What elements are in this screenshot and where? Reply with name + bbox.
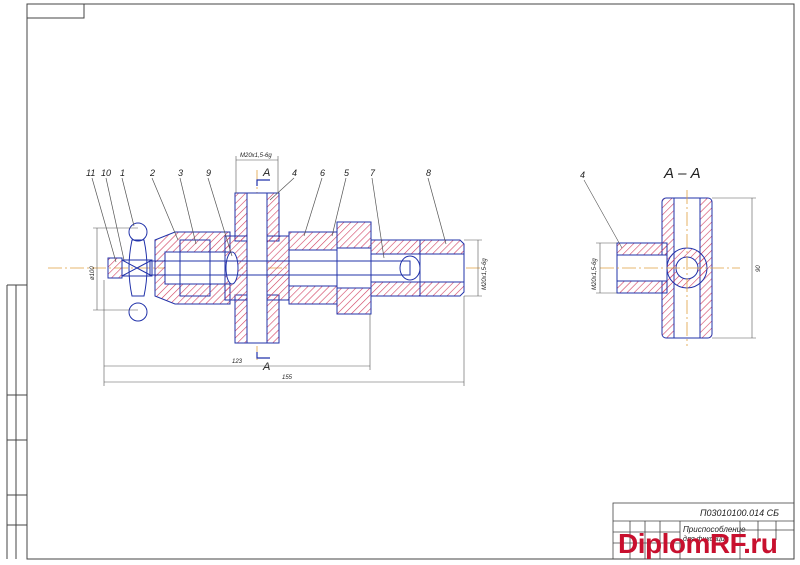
main-view (48, 170, 480, 360)
nut-bushing (154, 231, 231, 305)
dim-thread-top: М20х1,5-6g (240, 153, 272, 159)
handle (107, 222, 153, 322)
callout-8: 8 (426, 168, 431, 178)
callout-9: 9 (206, 168, 211, 178)
watermark-logo: DiplomRF.ru (618, 528, 778, 559)
dim-diameter: ø100 (90, 266, 96, 280)
callout-2: 2 (149, 168, 155, 178)
title-line-1: Приспособление (683, 525, 746, 534)
dim-length-total: 155 (282, 375, 293, 381)
title-line-2: для фиксации (683, 535, 729, 543)
doc-code: П03010100.014 СБ (700, 508, 779, 518)
dim-section-height: 90 (756, 265, 762, 272)
section-title: А – А (663, 165, 701, 182)
section-mark-top: А (262, 167, 270, 179)
section-mark-bottom: А (262, 361, 270, 373)
dimension-lines (93, 156, 482, 386)
sheet-frame (6, 3, 795, 560)
title-block (612, 502, 795, 560)
section-callout-4: 4 (580, 170, 585, 180)
spindle (149, 260, 411, 276)
dim-length-inner: 123 (232, 359, 243, 365)
callout-10: 10 (101, 168, 111, 178)
dim-thread-section: М20х1,5-6g (592, 258, 598, 290)
leader-lines (91, 177, 447, 263)
section-cut-marks (256, 179, 270, 359)
callout-1: 1 (120, 168, 125, 178)
union-nut (288, 221, 372, 315)
callout-3: 3 (178, 168, 183, 178)
callout-7: 7 (370, 168, 376, 178)
callout-5: 5 (344, 168, 350, 178)
tee-body (224, 192, 290, 344)
callout-4: 4 (292, 168, 297, 178)
section-dimensions (583, 179, 756, 339)
callout-11: 11 (86, 168, 95, 178)
dim-thread-right: М20х1,5-6g (482, 258, 488, 290)
sleeve (370, 239, 465, 297)
callout-6: 6 (320, 168, 325, 178)
